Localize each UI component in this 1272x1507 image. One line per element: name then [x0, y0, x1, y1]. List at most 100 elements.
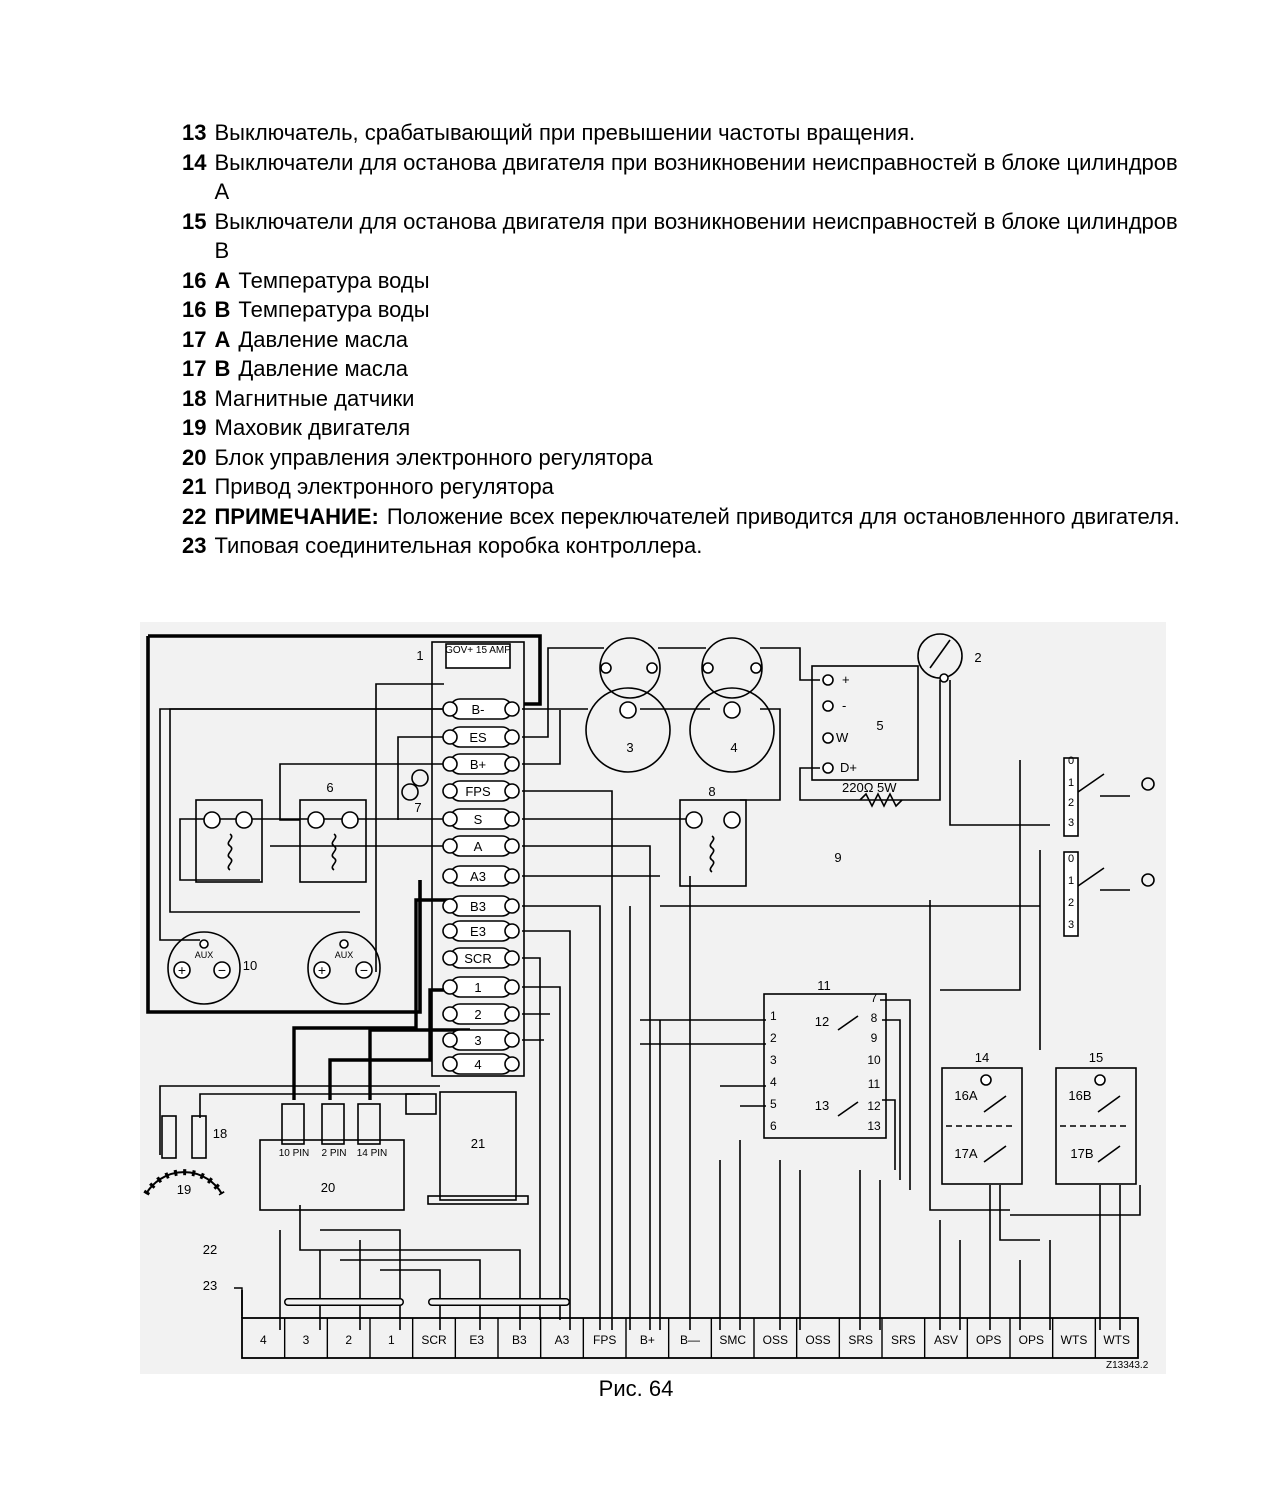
legend-text: Температура воды	[238, 267, 430, 293]
terminal-screw-left	[442, 701, 458, 717]
bottom-terminal: OSS	[763, 1333, 788, 1347]
callout-14: 14	[975, 1050, 989, 1065]
terminal-label: 3	[474, 1033, 481, 1048]
relay-terminal: 12	[867, 1099, 881, 1113]
terminal-label: B-	[472, 702, 485, 717]
legend-list: 13 Выключатель, срабатывающий при превыше…	[182, 118, 1182, 561]
legend-number: 19	[182, 415, 207, 440]
legend-number: 22	[182, 503, 207, 529]
relay-terminal: 3	[770, 1053, 777, 1067]
bottom-terminal: B3	[512, 1333, 527, 1347]
terminal-label: A3	[470, 869, 486, 884]
legend-text: Выключатель, срабатывающий при превышени…	[214, 120, 916, 145]
callout-3: 3	[626, 740, 633, 755]
aux-unit-right	[307, 931, 381, 1005]
relay-terminal: 1	[770, 1009, 777, 1023]
legend-text: Маховик двигателя	[214, 415, 411, 440]
aux-label-left: AUX	[195, 950, 214, 960]
callout-12: 12	[815, 1014, 829, 1029]
terminal-screw-left	[442, 756, 458, 772]
callout-22: 22	[203, 1242, 217, 1257]
switch-box-15	[1055, 1067, 1137, 1185]
terminal-screw-right	[504, 1006, 520, 1022]
bottom-terminal: E3	[469, 1333, 484, 1347]
legend-number: 16	[182, 297, 207, 322]
terminal-screw-right	[504, 923, 520, 939]
legend-item: 19 Маховик двигателя	[182, 413, 1182, 443]
flywheel-19	[143, 1169, 225, 1196]
drawing-code: Z13343.2	[1106, 1360, 1149, 1371]
legend-label: А	[214, 326, 231, 352]
switch-position: 1	[1068, 777, 1074, 789]
callout-16a: 16A	[954, 1088, 977, 1103]
switch-position: 0	[1068, 755, 1074, 767]
bottom-terminal: OSS	[805, 1333, 830, 1347]
terminal-label: A	[474, 839, 483, 854]
callout-1: 1	[416, 648, 423, 663]
terminal-screw-left	[442, 1032, 458, 1048]
callout-20: 20	[321, 1180, 335, 1195]
bottom-terminal: 4	[260, 1333, 267, 1347]
connector-label: 10 PIN	[279, 1148, 310, 1159]
relay-terminal: 5	[770, 1097, 777, 1111]
terminal-screw-right	[504, 783, 520, 799]
switch-position: 3	[1068, 919, 1074, 931]
legend-item: 13 Выключатель, срабатывающий при превыше…	[182, 118, 1182, 148]
relay-terminal: 7	[871, 991, 878, 1005]
terminal-label: 1	[474, 980, 481, 995]
legend-text: Привод электронного регулятора	[214, 474, 554, 499]
relay-6-left	[195, 799, 263, 883]
relay-6-right	[299, 799, 367, 883]
legend-item: 21 Привод электронного регулятора	[182, 472, 1182, 502]
switch-position: 2	[1068, 797, 1074, 809]
switch-position: 1	[1068, 875, 1074, 887]
legend-number: 18	[182, 385, 207, 411]
meter-pin-label: -	[842, 698, 846, 713]
legend-text: Положение всех переключателей приводится…	[386, 503, 1180, 529]
callout-23: 23	[203, 1278, 217, 1293]
aux-label-right: AUX	[335, 950, 354, 960]
svg-text:−: −	[218, 962, 226, 978]
relay-8	[679, 799, 747, 887]
relay-terminal: 6	[770, 1119, 777, 1133]
legend-text: Давление масла	[238, 326, 408, 352]
bottom-terminal: A3	[555, 1333, 570, 1347]
callout-17a: 17A	[954, 1146, 977, 1161]
callout-11: 11	[817, 978, 831, 993]
relay-terminal: 10	[867, 1053, 881, 1067]
legend-number: 17	[182, 326, 207, 352]
legend-label: В	[214, 356, 231, 381]
legend-number: 13	[182, 120, 207, 145]
switch-box-14	[941, 1067, 1023, 1185]
legend-item: 18 Магнитные датчики	[182, 384, 1182, 414]
terminal-screw-left	[442, 923, 458, 939]
resistor-label: 220Ω 5W	[842, 780, 897, 795]
terminal-screw-right	[504, 838, 520, 854]
meter-pin-labels: +-WD+	[836, 672, 857, 775]
terminal-screw-left	[442, 811, 458, 827]
terminal-label: SCR	[464, 951, 491, 966]
legend-number: 21	[182, 474, 207, 499]
terminal-screw-right	[504, 756, 520, 772]
terminal-screw-right	[504, 979, 520, 995]
terminal-screw-left	[442, 950, 458, 966]
legend-number: 23	[182, 533, 207, 558]
governor-control-unit-20	[259, 1103, 405, 1211]
terminal-screw-left	[442, 898, 458, 914]
callout-10: 10	[243, 958, 257, 973]
bottom-terminal: 1	[388, 1333, 395, 1347]
callout-19: 19	[177, 1182, 191, 1197]
callout-8: 8	[708, 784, 715, 799]
callout-7: 7	[414, 800, 421, 815]
legend-text: Магнитные датчики	[214, 385, 415, 411]
relay-terminal: 2	[770, 1031, 777, 1045]
svg-text:+: +	[178, 962, 186, 978]
terminal-label: 2	[474, 1007, 481, 1022]
terminal-screw-left	[442, 838, 458, 854]
